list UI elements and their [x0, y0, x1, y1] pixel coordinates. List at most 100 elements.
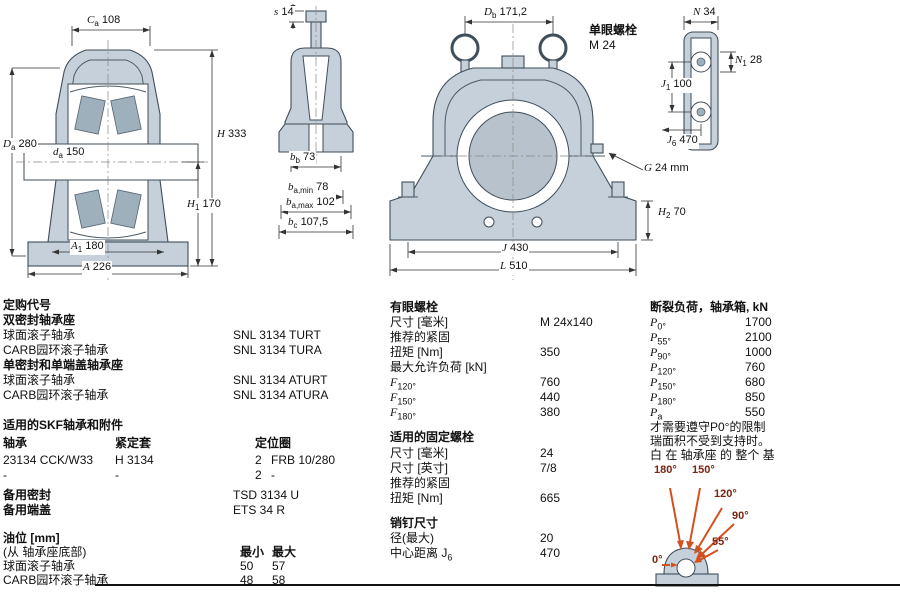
- breaking-P180-label: P180°: [650, 390, 676, 407]
- ordering-row-value: SNL 3134 ATURT: [233, 373, 328, 387]
- dim-J1: J1 100: [660, 78, 693, 93]
- spare-seal-value: TSD 3134 U: [233, 488, 300, 502]
- front-section-svg: [9, 26, 218, 280]
- fixing-size-mm-value: 24: [540, 446, 554, 460]
- dim-J: J 430: [501, 242, 530, 257]
- pin-dia-value: 20: [540, 531, 554, 545]
- oil-row-label: 球面滚子轴承: [3, 559, 76, 573]
- ordering-row-label: CARB园环滚子轴承: [3, 388, 109, 402]
- angle-90-label: 90°: [732, 510, 749, 522]
- bottom-rule: [95, 584, 900, 586]
- breaking-P0-value: 1700: [745, 315, 772, 329]
- breaking-title: 断裂负荷，轴承箱, kN: [650, 300, 769, 314]
- spare-cover-value: ETS 34 R: [233, 503, 286, 517]
- eyebolt-size-label: 尺寸 [毫米]: [390, 315, 449, 329]
- eyebolt-section-title: 有眼螺栓: [390, 300, 439, 314]
- load-F120-label: F120°: [390, 375, 416, 392]
- oil-row-min: 50: [240, 559, 254, 573]
- accessories-title: 适用的SKF轴承和附件: [3, 418, 124, 432]
- angle-0-label: 0°: [652, 554, 663, 566]
- fixing-tighten-label: 推荐的紧固: [390, 476, 451, 490]
- dim-s: s 14: [273, 6, 295, 21]
- ring-qty: 2: [255, 468, 262, 482]
- fixing-torque-value: 665: [540, 491, 561, 505]
- ordering-title: 定购代号: [3, 298, 52, 312]
- drawing-side-section: s 14 bb 73 ba,min 78 ba,max 102 bc 107,5: [255, 4, 387, 284]
- sleeve-designation: -: [115, 468, 119, 482]
- dim-J6: J6 470: [666, 134, 699, 149]
- foot-bolt-right: [611, 181, 625, 198]
- drawing-base-view: N 34 N1 28 J1 100 J6 470: [658, 4, 768, 166]
- load-F150-value: 440: [540, 390, 561, 404]
- side-section-svg: [278, 4, 354, 239]
- breaking-P180-value: 850: [745, 390, 766, 404]
- breaking-P120-label: P120°: [650, 360, 676, 377]
- angle-120-label: 120°: [714, 488, 737, 500]
- dim-Ca: Ca 108: [86, 14, 122, 29]
- drawing-front-section: Ca 108 Da 280 da 150 H 333 H1 170 A1 180…: [2, 4, 254, 284]
- oil-subtitle: (从 轴承座底部): [3, 545, 87, 559]
- oil-row-max: 58: [272, 573, 286, 587]
- ring-qty: 2: [255, 453, 262, 467]
- load-direction-svg: [655, 487, 735, 587]
- bearing-designation: -: [3, 468, 7, 482]
- ordering-group2-heading: 单密封和单端盖轴承座: [3, 358, 124, 372]
- front-view-svg: [389, 16, 653, 280]
- dim-L: L 510: [499, 260, 529, 275]
- breaking-P55-value: 2100: [745, 330, 772, 344]
- dim-da: da 150: [52, 146, 86, 161]
- dim-N: N 34: [692, 6, 717, 21]
- fixing-torque-label: 扭矩 [Nm]: [390, 491, 443, 505]
- spare-seal-label: 备用密封: [3, 488, 52, 502]
- dim-Da: Da 280: [2, 138, 38, 153]
- dim-bb: bb 73: [289, 151, 317, 166]
- eyebolt-right: [538, 33, 568, 63]
- breaking-P150-label: P150°: [650, 375, 676, 392]
- col-bearing: 轴承: [3, 436, 28, 450]
- ring-designation: -: [271, 468, 275, 482]
- breaking-Pa-label: Pa: [650, 405, 663, 422]
- dim-bamax: ba,max 102: [285, 196, 336, 211]
- pin-cc-value: 470: [540, 546, 561, 560]
- pin-dia-label: 径(最大): [390, 531, 434, 545]
- col-sleeve: 紧定套: [115, 436, 152, 450]
- ring-designation: FRB 10/280: [271, 453, 336, 467]
- fixing-title: 适用的固定螺栓: [390, 430, 475, 444]
- dim-H: H 333: [216, 128, 248, 143]
- spare-cover-label: 备用端盖: [3, 503, 52, 517]
- pin-cc-label: 中心距离 J6: [390, 546, 453, 563]
- breaking-P90-value: 1000: [745, 345, 772, 359]
- sleeve-designation: H 3134: [115, 453, 154, 467]
- drawing-front-view: Db 171,2 单眼螺栓 M 24 G 24 mm H2 70 J 430 L…: [385, 4, 700, 286]
- dim-bamin: ba,min 78: [287, 181, 330, 196]
- breaking-P120-value: 760: [745, 360, 766, 374]
- dim-H1: H1 170: [186, 198, 222, 213]
- dim-A1: A1 180: [70, 240, 105, 255]
- eyebolt-torque-label: 扭矩 [Nm]: [390, 345, 443, 359]
- oil-row-label: CARB园环滚子轴承: [3, 573, 109, 587]
- oil-min-label: 最小: [240, 545, 265, 559]
- fixing-size-in-value: 7/8: [540, 461, 557, 475]
- fixing-size-in-label: 尺寸 [英寸]: [390, 461, 449, 475]
- load-F150-label: F150°: [390, 390, 416, 407]
- dim-A: A 226: [82, 261, 113, 276]
- breaking-note-1: 才需要遵守P0°的限制: [650, 420, 766, 434]
- oil-title: 油位 [mm]: [3, 531, 60, 545]
- col-ring: 定位圈: [255, 436, 292, 450]
- breaking-P55-label: P55°: [650, 330, 671, 347]
- fixing-size-mm-label: 尺寸 [毫米]: [390, 446, 449, 460]
- ordering-row-value: SNL 3134 TURT: [233, 328, 321, 342]
- eyebolt-size: M 24: [589, 38, 616, 52]
- dim-H2: H2 70: [657, 206, 687, 221]
- dim-Db: Db 171,2: [483, 6, 528, 21]
- angle-150-label: 150°: [692, 464, 715, 476]
- eyebolt-tighten-label: 推荐的紧固: [390, 330, 451, 344]
- angle-180-label: 180°: [654, 464, 677, 476]
- angle-55-label: 55°: [712, 536, 729, 548]
- breaking-P0-label: P0°: [650, 315, 666, 332]
- oil-row-max: 57: [272, 559, 286, 573]
- breaking-Pa-value: 550: [745, 405, 766, 419]
- ordering-group1-heading: 双密封轴承座: [3, 313, 76, 327]
- load-F120-value: 760: [540, 375, 561, 389]
- load-F180-label: F180°: [390, 405, 416, 422]
